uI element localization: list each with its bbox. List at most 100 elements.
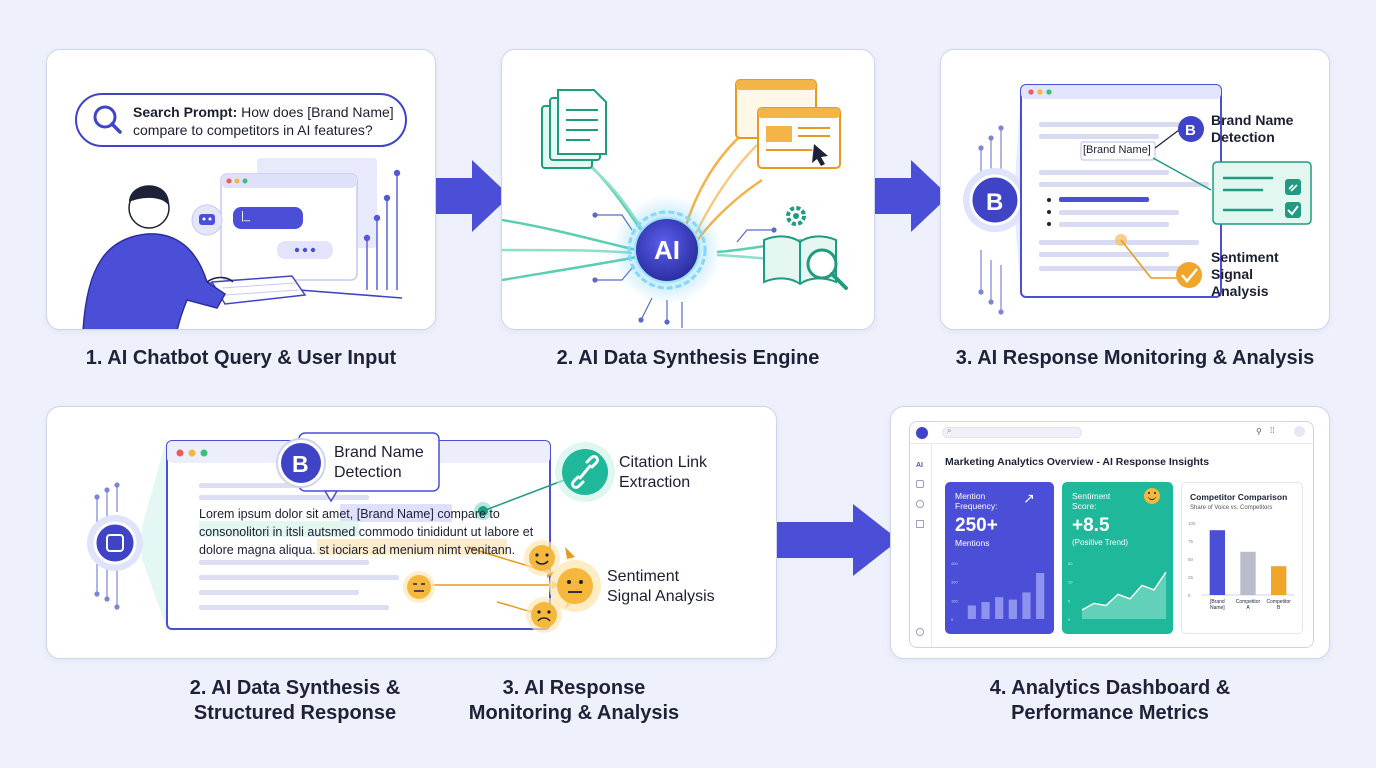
neutral-face-icon bbox=[403, 571, 435, 603]
synthesis-illustration bbox=[502, 79, 848, 328]
search-prompt-text-line2: compare to competitors in AI features? bbox=[133, 122, 373, 138]
card1-label-line2: Frequency: bbox=[955, 501, 998, 511]
panel-data-synthesis-engine: AI bbox=[501, 49, 875, 330]
panel-structured-response: B bbox=[46, 406, 777, 659]
competitor-comparison-card[interactable]: Competitor Comparison Share of Voice vs.… bbox=[1181, 482, 1303, 634]
competitor-category-label: Competitor bbox=[1266, 599, 1291, 605]
competitor-ytick: 100 bbox=[1188, 521, 1196, 526]
mention-bar bbox=[967, 605, 976, 619]
document-stack-icon bbox=[541, 89, 607, 169]
card2-label-line1: Sentiment bbox=[1072, 491, 1111, 501]
apps-grid-icon[interactable]: ⁞⁞ bbox=[1270, 426, 1275, 435]
dashboard-topbar bbox=[910, 422, 1313, 444]
bubble-brand-detection-line2: Detection bbox=[334, 464, 402, 481]
mention-ytick: 150 bbox=[951, 598, 958, 603]
happy-emoji-icon bbox=[1144, 488, 1160, 504]
caption-step4-line2: Structured Response bbox=[193, 702, 397, 724]
sentiment-ytick: 5 bbox=[1068, 598, 1071, 603]
sentiment-score-card[interactable]: Sentiment Score: +8.5 (Positive Trend) 5… bbox=[1062, 482, 1173, 634]
paragraph-line3-start: dolore magna aliqua. st bbox=[199, 543, 329, 557]
book-search-icon bbox=[763, 206, 848, 290]
notification-icon[interactable]: ⚲ bbox=[1256, 427, 1262, 436]
dashboard-search-input[interactable]: ⌕ bbox=[942, 426, 1082, 438]
competitor-category-label: [Brand bbox=[1210, 599, 1225, 605]
user-avatar[interactable] bbox=[1294, 426, 1305, 437]
competitor-ytick: 25 bbox=[1188, 575, 1194, 580]
sentiment-ytick: 0 bbox=[1068, 617, 1071, 622]
monitoring-illustration: B B bbox=[963, 84, 1312, 315]
svg-text:B: B bbox=[1185, 122, 1196, 139]
paragraph-line3-highlight: iociars ad menium nimt venitann. bbox=[332, 543, 516, 557]
flow-arrow-3 bbox=[777, 504, 899, 576]
caption-step5: 3. AI Response Monitoring & Analysis bbox=[440, 676, 708, 726]
sidebar-item-users-icon[interactable] bbox=[916, 500, 924, 508]
bubble-brand-detection-line1: Brand Name bbox=[334, 444, 424, 461]
mention-ytick: 300 bbox=[951, 580, 958, 585]
svg-text:B: B bbox=[986, 189, 1003, 216]
dashboard-window: ⌕ ⚲ ⁞⁞ AI Marketing Analytics Overview -… bbox=[909, 421, 1314, 648]
card1-value: 250+ bbox=[955, 515, 998, 536]
caption-step6: 4. Analytics Dashboard & Performance Met… bbox=[960, 676, 1260, 726]
paragraph-brand-mention: [Brand Name] bbox=[356, 507, 434, 521]
card1-sub: Mentions bbox=[955, 538, 990, 548]
panel-chatbot-query: Search Prompt: How does [Brand Name] com… bbox=[46, 49, 436, 330]
paragraph-line1-end: compare to bbox=[437, 507, 500, 521]
brand-detection-badge-icon bbox=[281, 443, 321, 483]
competitor-category-label: A bbox=[1246, 605, 1250, 611]
ai-chip-icon bbox=[93, 521, 137, 565]
competitor-bar bbox=[1209, 530, 1225, 595]
card1-label-line1: Mention bbox=[955, 491, 986, 501]
competitor-category-label: Competitor bbox=[1236, 599, 1261, 605]
ai-core-icon bbox=[634, 217, 700, 283]
sidebar-item-ai[interactable]: AI bbox=[916, 462, 923, 469]
svg-text:B: B bbox=[292, 451, 309, 477]
brand-detection-label-line1: Brand Name bbox=[1211, 112, 1294, 128]
competitor-ytick: 75 bbox=[1188, 539, 1194, 544]
dashboard-title: Marketing Analytics Overview - AI Respon… bbox=[945, 456, 1210, 468]
search-icon bbox=[93, 105, 122, 134]
mention-bar bbox=[995, 597, 1004, 619]
response-paragraph: Lorem ipsum dolor sit amet, [Brand Name]… bbox=[199, 505, 559, 559]
dashboard-logo-icon bbox=[916, 427, 928, 439]
sentiment-neutral-large-icon bbox=[549, 560, 601, 612]
sidebar-item-help-icon[interactable] bbox=[916, 628, 924, 636]
structured-response-illustration: B bbox=[87, 432, 615, 633]
paragraph-line1-start: Lorem ipsum dolor sit amet, bbox=[199, 507, 354, 521]
chatbot-illustration bbox=[75, 93, 407, 329]
ai-core-label: AI bbox=[654, 235, 680, 265]
happy-face-icon bbox=[524, 540, 560, 576]
web-page-icon bbox=[735, 79, 841, 169]
panel-analytics-dashboard: ⌕ ⚲ ⁞⁞ AI Marketing Analytics Overview -… bbox=[890, 406, 1330, 659]
competitor-bar bbox=[1240, 551, 1256, 595]
mention-bar bbox=[1036, 573, 1045, 619]
sentiment-label-line3: Analysis bbox=[1211, 283, 1269, 299]
competitor-category-label: Name] bbox=[1210, 605, 1225, 611]
user-figure bbox=[82, 185, 234, 329]
caption-step4-line1: 2. AI Data Synthesis & bbox=[189, 677, 401, 699]
brand-detection-icon bbox=[1178, 116, 1204, 142]
caption-step6-line2: Performance Metrics bbox=[1011, 702, 1209, 724]
sentiment-label-line2: Signal bbox=[1211, 266, 1254, 282]
competitor-ytick: 50 bbox=[1188, 557, 1194, 562]
mention-ytick: 400 bbox=[951, 561, 958, 566]
brand-detection-label-line2: Detection bbox=[1211, 129, 1275, 145]
competitor-bar bbox=[1271, 566, 1287, 595]
sidebar-item-reports-icon[interactable] bbox=[916, 480, 924, 488]
citation-label-line2: Extraction bbox=[619, 474, 691, 491]
mention-bar bbox=[1022, 592, 1031, 619]
search-prompt-label: Search Prompt: bbox=[133, 104, 238, 120]
sidebar-item-settings-icon[interactable] bbox=[916, 520, 924, 528]
competitor-category-label: B bbox=[1277, 605, 1281, 611]
sentiment-ytick: 10 bbox=[1068, 580, 1073, 585]
sad-face-icon bbox=[526, 597, 562, 633]
card2-sub: (Positive Trend) bbox=[1072, 538, 1129, 547]
sentiment-label-line1: Sentiment bbox=[1211, 249, 1279, 265]
mention-bar bbox=[1008, 599, 1017, 619]
caption-step6-line1: 4. Analytics Dashboard & bbox=[989, 677, 1231, 699]
caption-step1: 1. AI Chatbot Query & User Input bbox=[85, 347, 397, 369]
caption-step3: 3. AI Response Monitoring & Analysis bbox=[955, 347, 1315, 369]
competitor-ytick: 0 bbox=[1188, 593, 1191, 598]
